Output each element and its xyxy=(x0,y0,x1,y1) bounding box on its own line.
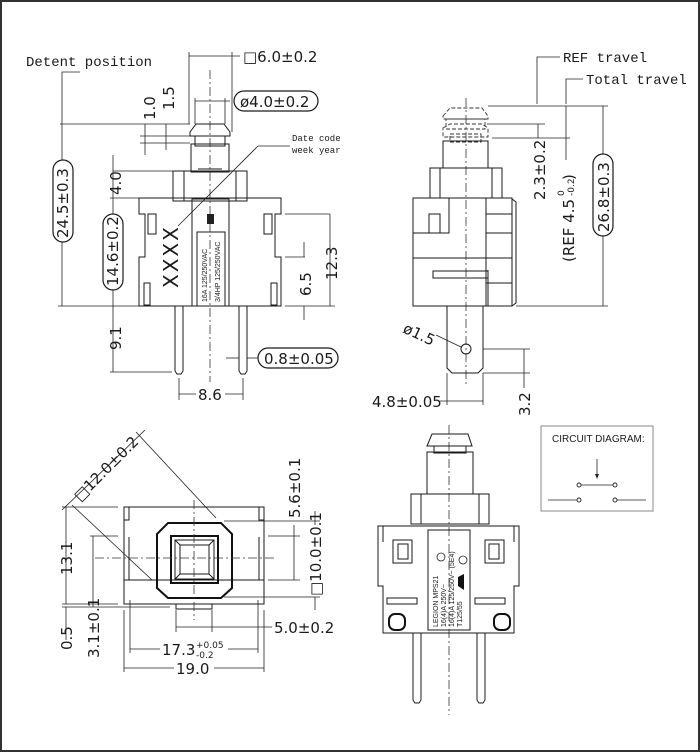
dim-pin-thickness: 0.8±0.05 xyxy=(264,350,334,368)
rear-label-panel xyxy=(427,529,471,631)
dim-6-5: 6.5 xyxy=(297,272,315,296)
dim-ref-4-5-close: ) xyxy=(560,174,578,180)
bottom-view: □12.0±0.2 13.1 0.5 3.1±0.1 5.6±0.1 □10.0… xyxy=(58,429,334,678)
bottom-octagon xyxy=(156,522,233,599)
dim-2-3: 2.3±0.2 xyxy=(531,140,549,200)
rear-plunger xyxy=(426,451,474,495)
rear-label-line3: 16(4)A 125/250V~ (5E4) xyxy=(449,551,456,627)
dim-pin-pitch: 8.6 xyxy=(198,386,222,404)
dim-ref-4-5-tol-upper: 0 xyxy=(557,190,567,196)
rear-pin-left xyxy=(412,633,422,704)
total-travel-label: Total travel xyxy=(586,73,687,89)
dim-17-3-tol-upper: +0.05 xyxy=(196,641,224,651)
dim-3-2: 3.2 xyxy=(516,392,534,416)
dim-hole-diameter: ø1.5 xyxy=(400,319,438,349)
detent-position-label: Detent position xyxy=(26,55,152,71)
rating-label-box xyxy=(196,231,226,307)
rear-view: LEGION MPS21 16(4)A 250V~ 16(4)A 125/250… xyxy=(377,425,520,715)
dim-10-0: □10.0±0.1 xyxy=(307,512,325,596)
front-pin-right xyxy=(238,306,248,375)
circuit-diagram-title: CIRCUIT DIAGRAM: xyxy=(552,434,645,445)
tab-hole xyxy=(460,343,472,355)
front-body xyxy=(138,197,282,307)
side-plunger xyxy=(442,140,489,169)
dim-overall-height: 24.5±0.3 xyxy=(54,168,72,238)
bottom-square-outer xyxy=(170,535,219,584)
circuit-diagram: CIRCUIT DIAGRAM: xyxy=(540,425,654,512)
dim-17-3-tol-lower: -0.2 xyxy=(196,651,214,661)
ref-travel-label: REF travel xyxy=(563,51,647,67)
dim-3-1: 3.1±0.1 xyxy=(85,598,103,658)
dim-1-0: 1.0 xyxy=(141,96,159,120)
rating-text-2: 3/4HP 125/250VAC xyxy=(215,242,222,302)
bottom-square-inner xyxy=(179,544,210,575)
front-pin-left xyxy=(174,306,184,375)
rear-label-line1: LEGION MPS21 xyxy=(433,576,440,627)
dim-overall-width: 19.0 xyxy=(176,660,209,678)
front-plunger-neck xyxy=(194,135,226,147)
dim-tab-width: 4.8±0.05 xyxy=(372,393,442,411)
rear-bushing xyxy=(410,493,490,525)
dim-cap-diameter: ø4.0±0.2 xyxy=(240,93,309,111)
dim-ref-4-5: (REF 4.5 xyxy=(560,199,578,262)
rear-cap xyxy=(426,433,473,447)
dim-0-5: 0.5 xyxy=(58,626,76,650)
front-view: XXXX 16A 125/250VAC 3/4HP 125/250VAC Dat… xyxy=(26,48,341,404)
dim-1-5: 1.5 xyxy=(160,86,178,110)
dim-5-0: 5.0±0.2 xyxy=(274,619,334,637)
ce-mark-icon xyxy=(458,574,464,590)
rear-label-line4: T125/55 xyxy=(457,601,464,627)
rear-label-line2: 16(4)A 250V~ xyxy=(441,584,448,627)
front-plunger xyxy=(190,143,230,173)
date-code-label-2: week year xyxy=(292,146,341,156)
dim-body-height: 14.6±0.2 xyxy=(104,216,122,286)
dim-diag-square: □12.0±0.2 xyxy=(70,433,142,505)
dim-overall-height-side: 26.8±0.3 xyxy=(595,162,613,232)
cert-mark-icon xyxy=(436,552,446,562)
rating-text-1: 16A 125/250VAC xyxy=(202,249,209,302)
side-tab xyxy=(446,306,484,374)
dim-square-cap: □6.0±0.2 xyxy=(243,48,317,66)
rear-pin-right xyxy=(476,633,486,704)
dim-4-0: 4.0 xyxy=(107,171,125,195)
side-body xyxy=(412,197,513,307)
date-code-marks: XXXX xyxy=(159,225,183,288)
front-bushing xyxy=(172,170,248,202)
dim-pin-length: 9.1 xyxy=(107,326,125,350)
side-view: REF travel Total travel 2.3±0.2 (REF 4.5… xyxy=(372,51,687,416)
date-code-leader xyxy=(177,145,259,227)
cert-mark-n-icon xyxy=(458,555,468,565)
rear-body xyxy=(377,525,520,634)
date-code-label-1: Date code xyxy=(292,134,341,144)
dim-ref-4-5-tol-lower: -0.2 xyxy=(567,178,577,196)
dim-13-1: 13.1 xyxy=(58,542,76,575)
dim-5-6: 5.6±0.1 xyxy=(286,458,304,518)
dim-17-3: 17.3 xyxy=(162,641,195,659)
dim-12-3: 12.3 xyxy=(323,247,341,280)
